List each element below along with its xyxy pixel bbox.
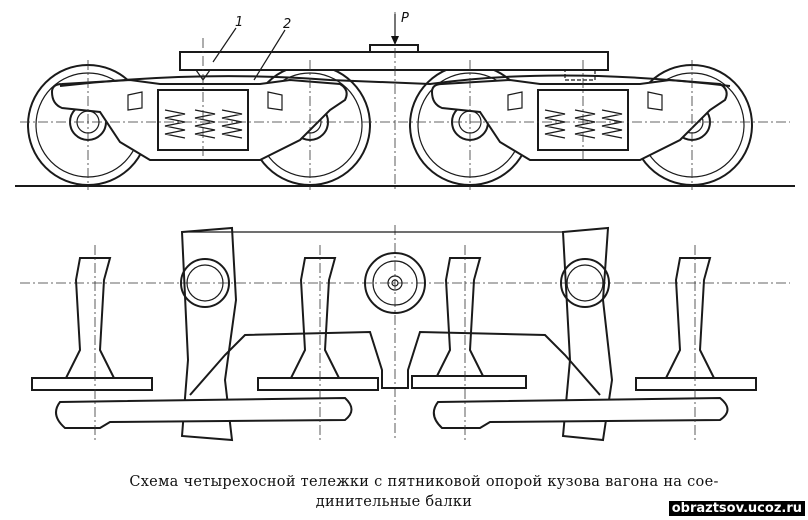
bolster-beam [179, 51, 609, 71]
caption-line-1: Схема четырехосной тележки с пятниковой … [129, 474, 719, 490]
plan-view [20, 225, 790, 442]
side-beam-left [55, 396, 353, 429]
center-pivot [364, 252, 426, 314]
center-plate [369, 44, 419, 53]
caption-line-2: динительные балки [315, 494, 473, 510]
label-part-1: 1 [235, 15, 243, 30]
bogie-diagram: 1 2 P [15, 11, 795, 442]
axles [31, 257, 757, 391]
connecting-beam [59, 74, 731, 87]
side-beam-right [432, 396, 729, 429]
watermark: obraztsov.ucoz.ru [668, 501, 805, 516]
label-load-p: P [401, 11, 409, 26]
side-elevation: 1 2 P [15, 11, 795, 190]
label-part-2: 2 [283, 17, 291, 32]
